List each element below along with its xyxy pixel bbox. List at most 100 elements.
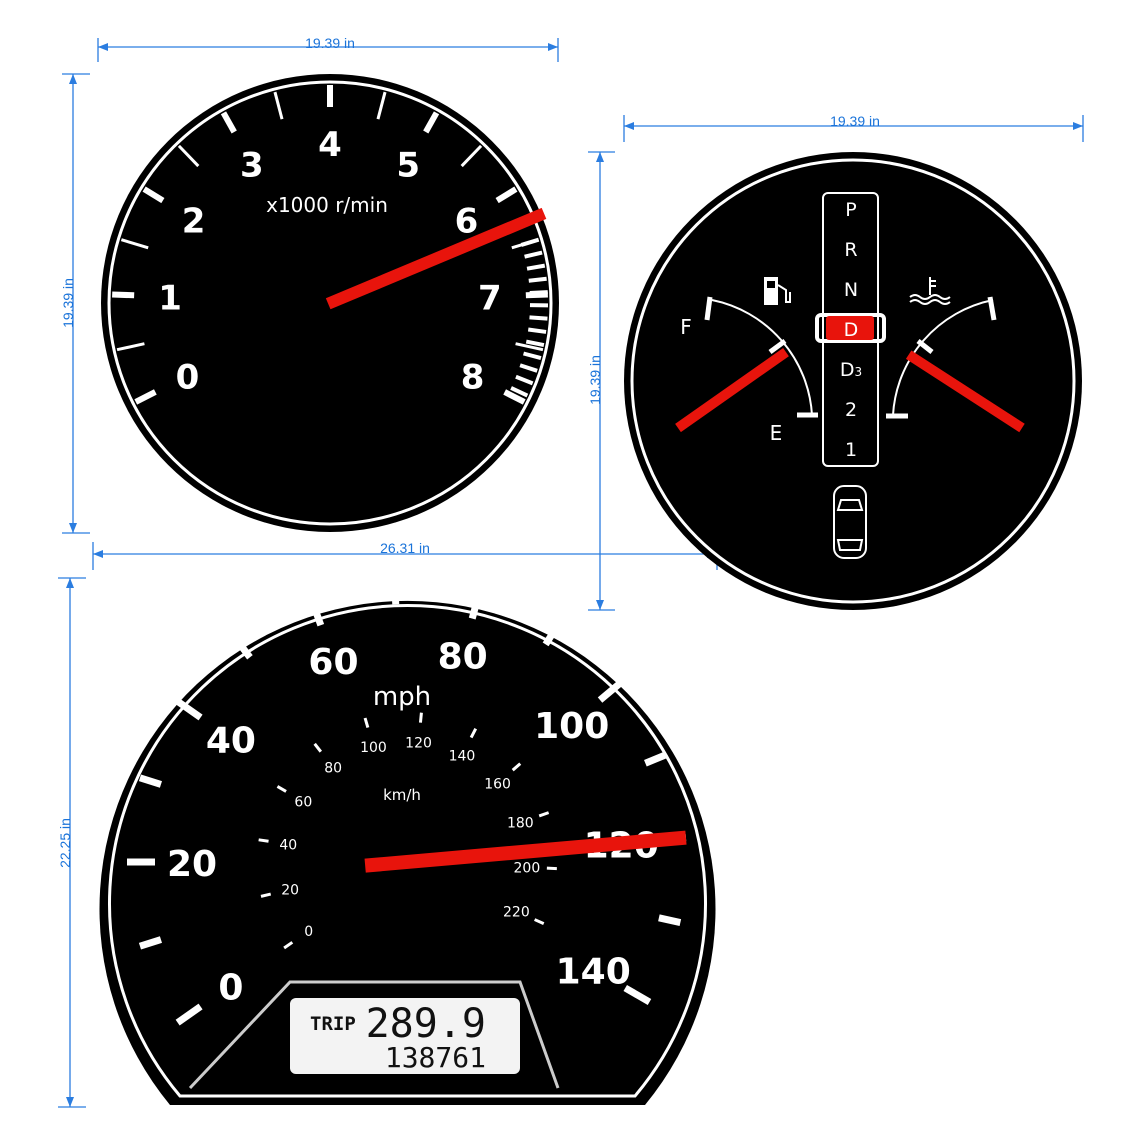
kmh-tick [276, 785, 287, 793]
tach-label-6: 6 [455, 201, 479, 241]
temp-needle [905, 350, 1025, 433]
tach-height-label: 19.39 in [60, 278, 76, 328]
mph-minor-tick [138, 936, 162, 950]
mph-major-tick [175, 698, 203, 721]
mph-label-40: 40 [206, 721, 256, 762]
car-top-view-icon [833, 485, 867, 559]
mph-minor-tick [391, 582, 400, 605]
tach-major-tick [495, 186, 518, 204]
mph-major-tick [597, 679, 624, 703]
tach-major-tick [423, 111, 440, 134]
tach-ticks [112, 85, 549, 405]
kmh-label-220: 220 [503, 904, 530, 920]
speedo-mph-ticks [127, 582, 687, 1026]
lcd-bezel [188, 980, 560, 1090]
mph-minor-tick [138, 774, 162, 788]
tach-redline-segment [524, 250, 543, 259]
kmh-label-100: 100 [360, 740, 387, 756]
gear-D: D [844, 319, 859, 341]
tach-major-tick [220, 111, 237, 134]
gear-R: R [844, 239, 857, 261]
gear-1: 1 [845, 439, 857, 461]
trip-value: 289.9 [366, 1001, 486, 1047]
mph-label-60: 60 [308, 642, 358, 683]
tach-redline-segment [527, 327, 547, 334]
tach-label-8: 8 [461, 358, 485, 398]
mph-unit-label: mph [373, 682, 431, 712]
gear-selected-highlight [826, 316, 874, 340]
kmh-label-200: 200 [514, 860, 541, 876]
mph-minor-tick [644, 751, 668, 767]
fuel-half-tick [768, 338, 787, 355]
tach-label-5: 5 [396, 145, 420, 185]
dimension-annotations: 19.39 in 19.39 in 19.39 in 19.39 in 26.3… [57, 35, 1084, 1108]
temp-mid-tick [916, 339, 934, 354]
gear-2: 2 [845, 399, 857, 421]
speedo-width-label: 26.31 in [380, 540, 430, 556]
tach-redline-segment [529, 290, 548, 295]
coolant-temperature-icon [909, 277, 951, 305]
tach-major-tick [142, 186, 165, 204]
mph-major-tick [175, 1003, 203, 1026]
tach-minor-tick [120, 238, 149, 250]
tach-minor-tick [273, 91, 284, 120]
tach-label-1: 1 [158, 279, 182, 319]
kmh-label-140: 140 [449, 748, 476, 764]
kmh-tick [469, 727, 478, 739]
tach-redline-segment [510, 386, 529, 398]
mph-label-20: 20 [167, 844, 217, 885]
temp-hot-tick [987, 296, 997, 321]
mph-major-tick [623, 984, 652, 1006]
gauge-width-label: 19.39 in [830, 113, 880, 129]
kmh-label-0: 0 [304, 924, 313, 940]
tach-minor-tick [376, 91, 387, 120]
mph-minor-tick [542, 623, 561, 647]
tach-redline-segment [520, 237, 540, 247]
gear-P: P [845, 199, 856, 221]
kmh-label-120: 120 [405, 736, 432, 752]
fuel-full-label: F [680, 315, 692, 339]
fuel-empty-label: E [770, 421, 783, 445]
tach-major-tick [134, 389, 157, 405]
mph-label-80: 80 [438, 636, 488, 677]
speedo-kmh-ticks [258, 712, 557, 950]
fuel-needle [675, 348, 789, 433]
kmh-tick [363, 717, 370, 729]
trip-label: TRIP [310, 1013, 356, 1035]
gear-N: N [844, 279, 858, 301]
tach-redline-segment [525, 339, 545, 348]
mph-label-100: 100 [534, 706, 609, 747]
fuel-full-tick [704, 296, 713, 321]
kmh-unit-label: km/h [383, 786, 421, 804]
speedo-height-label: 22.25 in [57, 818, 73, 868]
tach-minor-tick [460, 144, 483, 168]
gauge-height-label: 19.39 in [587, 355, 603, 405]
tach-redline-segment [526, 263, 546, 271]
odometer-value: 138761 [385, 1041, 486, 1074]
tach-major-tick [503, 389, 526, 405]
kmh-label-80: 80 [324, 760, 342, 776]
tach-minor-tick [116, 342, 145, 352]
tach-label-0: 0 [176, 358, 200, 398]
kmh-tick [534, 918, 545, 926]
kmh-tick [260, 892, 272, 898]
kmh-tick [313, 742, 323, 753]
kmh-label-180: 180 [507, 815, 534, 831]
tach-label-3: 3 [240, 145, 264, 185]
mph-major-tick [468, 590, 483, 620]
mph-major-tick [307, 597, 325, 627]
tach-needle [325, 207, 547, 310]
kmh-tick [418, 712, 423, 723]
tach-label-4: 4 [318, 125, 342, 165]
trip-odometer-display [290, 998, 520, 1074]
kmh-tick [538, 811, 550, 818]
mph-minor-tick [233, 637, 253, 660]
tach-label-7: 7 [478, 279, 502, 319]
